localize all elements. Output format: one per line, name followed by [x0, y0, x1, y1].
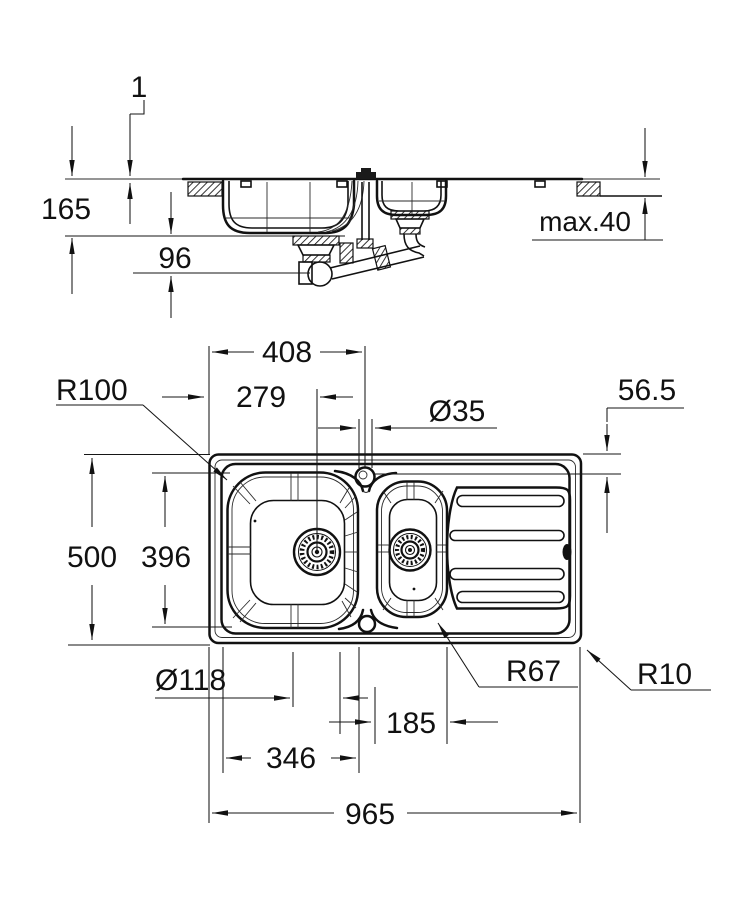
- clip: [336, 180, 348, 188]
- dim-drain-from-left-label: 279: [236, 381, 286, 414]
- clip: [534, 180, 546, 188]
- drainboard: [445, 486, 572, 610]
- drainboard-groove: [449, 567, 565, 581]
- clip: [436, 180, 448, 188]
- drainboard-groove: [456, 494, 565, 508]
- dim-overall-width-label: 965: [345, 798, 395, 831]
- extension-lines: [68, 346, 621, 823]
- dim-overall-depth-label: 500: [67, 541, 117, 574]
- dim-tap-hole-diameter: Ø35: [318, 395, 497, 431]
- dim-tap-from-left-label: 408: [262, 336, 312, 369]
- overflow-hole: [357, 614, 377, 634]
- main-drain-flange: [292, 235, 340, 246]
- drain-slot: [562, 544, 572, 560]
- clip: [240, 180, 252, 188]
- pipe-coupling: [371, 244, 392, 271]
- dim-small-bowl-width: 185: [329, 707, 498, 740]
- dim-small-bowl-radius: R67: [437, 622, 578, 688]
- tap-hole-plug: [361, 168, 371, 173]
- dim-small-bowl-radius-label: R67: [506, 655, 561, 688]
- sink-outer-edge: [208, 453, 583, 645]
- dim-tap-from-top-label: 56.5: [618, 374, 676, 407]
- dim-drain-from-left: 279: [162, 381, 353, 414]
- small-bowl: [375, 480, 449, 619]
- dim-main-bowl-radius-label: R100: [56, 374, 128, 407]
- dim-tap-from-left: 408: [212, 336, 362, 369]
- dim-rim-corner-radius-label: R10: [637, 658, 692, 691]
- drainboard-groove: [449, 529, 565, 542]
- dim-trap-height-label: 96: [158, 242, 191, 275]
- dim-cutout-depth-label: 396: [141, 541, 191, 574]
- dim-rim-corner-radius: R10: [586, 649, 711, 691]
- dim-overall-depth: 500: [67, 458, 117, 640]
- dim-tap-from-top: 56.5: [604, 374, 684, 533]
- dim-rim-height-label: 1: [131, 71, 148, 104]
- dim-main-bowl-radius: R100: [56, 374, 228, 481]
- small-drain-nut: [399, 227, 421, 235]
- dim-main-bowl-width: 346: [226, 742, 356, 775]
- overflow-coupling: [356, 238, 374, 249]
- counter-cut-right: [576, 181, 601, 197]
- dim-overall-width: 965: [212, 798, 577, 831]
- small-drain-flange: [390, 210, 430, 220]
- small-drain-strainer: [388, 528, 432, 572]
- dim-trap-height: 96: [158, 192, 192, 318]
- dim-counter-thickness-label: max.40: [539, 206, 631, 237]
- dim-small-bowl-width-label: 185: [386, 707, 436, 740]
- tap-hole-plug-base: [356, 172, 376, 179]
- dim-bowl-depth: 165: [41, 126, 91, 294]
- dim-drain-diameter-label: Ø118: [155, 664, 226, 697]
- dim-counter-thickness: max.40: [532, 128, 663, 241]
- plan-view: 408 279 Ø35 56.5 R100: [56, 336, 711, 831]
- tap-hole: [354, 466, 376, 488]
- drainboard-groove: [456, 590, 565, 604]
- dim-main-bowl-width-label: 346: [266, 742, 316, 775]
- counter-cut-left: [187, 181, 223, 197]
- main-bowl: [226, 471, 360, 630]
- dim-rim-height: 1: [127, 71, 148, 224]
- pipe-coupling: [339, 242, 354, 264]
- main-drain-nut: [302, 254, 331, 263]
- dim-tap-hole-diameter-label: Ø35: [429, 395, 486, 428]
- side-view-cross-section: 1 165 96 max.40: [41, 71, 663, 318]
- dim-bowl-depth-label: 165: [41, 193, 91, 226]
- dim-drain-diameter: Ø118: [155, 664, 368, 701]
- dim-cutout-depth: 396: [141, 476, 191, 624]
